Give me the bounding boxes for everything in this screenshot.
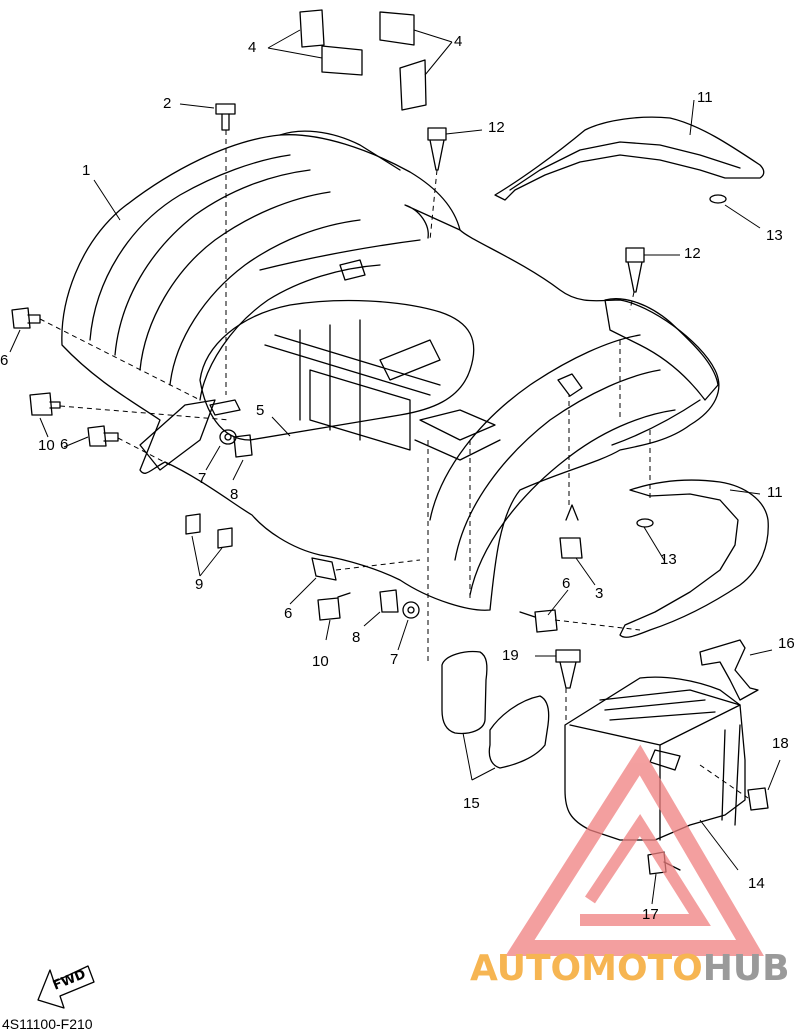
callout-14: 14 bbox=[748, 875, 765, 892]
callout-6: 6 bbox=[284, 605, 293, 622]
callout-4: 4 bbox=[454, 33, 463, 50]
pad-right bbox=[488, 695, 550, 769]
callout-9: 9 bbox=[195, 576, 204, 593]
watermark-part2: HUB bbox=[702, 948, 790, 989]
watermark-part1: AUTOMOTO bbox=[470, 948, 703, 989]
callout-19: 19 bbox=[502, 647, 519, 664]
rear-fender bbox=[61, 134, 720, 611]
pad-4c bbox=[379, 11, 415, 46]
fwd-label: FWD bbox=[51, 967, 88, 994]
callout-10: 10 bbox=[312, 653, 329, 670]
mud-flap-lower bbox=[619, 479, 769, 638]
callout-3: 3 bbox=[595, 585, 604, 602]
pad-4a bbox=[299, 9, 325, 48]
callout-18: 18 bbox=[772, 735, 789, 752]
callout-15: 15 bbox=[463, 795, 480, 812]
pad-4b bbox=[321, 45, 363, 76]
pad-left bbox=[441, 650, 488, 735]
callout-2: 2 bbox=[163, 95, 172, 112]
tool-box bbox=[564, 676, 746, 841]
callout-1: 1 bbox=[82, 162, 91, 179]
watermark-text: AUTOMOTOHUB bbox=[470, 948, 790, 989]
callout-8: 8 bbox=[230, 486, 239, 503]
callout-13: 13 bbox=[660, 551, 677, 568]
callout-13: 13 bbox=[766, 227, 783, 244]
callout-11: 11 bbox=[697, 89, 713, 106]
pad-4d bbox=[399, 59, 427, 111]
callout-6: 6 bbox=[562, 575, 571, 592]
callout-10: 10 bbox=[38, 437, 55, 454]
callout-12: 12 bbox=[488, 119, 505, 136]
mud-flap-upper bbox=[494, 116, 765, 201]
callout-16: 16 bbox=[778, 635, 795, 652]
callout-12: 12 bbox=[684, 245, 701, 262]
callout-7: 7 bbox=[198, 470, 207, 487]
bracket bbox=[699, 639, 759, 701]
callout-11: 11 bbox=[767, 484, 783, 501]
callout-4: 4 bbox=[248, 39, 257, 56]
callout-6: 6 bbox=[60, 436, 69, 453]
callout-7: 7 bbox=[390, 651, 399, 668]
fwd-arrow bbox=[37, 965, 95, 1009]
callout-6: 6 bbox=[0, 352, 9, 369]
callout-17: 17 bbox=[642, 906, 659, 923]
diagram-code: 4S11100-F210 bbox=[2, 1016, 93, 1032]
callout-5: 5 bbox=[256, 402, 265, 419]
watermark-logo bbox=[505, 744, 764, 956]
callout-8: 8 bbox=[352, 629, 361, 646]
